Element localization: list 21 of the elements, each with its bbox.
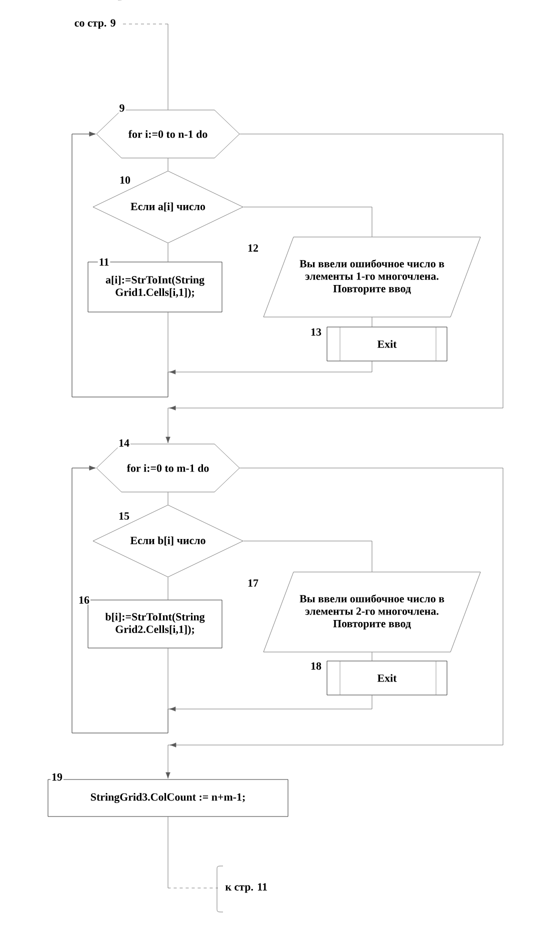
step-number: 9 — [118, 103, 126, 113]
connector-arrow — [72, 132, 372, 398]
subroutine-box: Exit — [326, 326, 448, 362]
step-number: 13 — [310, 327, 322, 337]
subroutine-box: Exit — [326, 660, 448, 696]
step-number: 19 — [50, 772, 64, 782]
step-number: 12 — [246, 243, 260, 253]
output-parallelogram: Вы ввели ошибочное число в элементы 1-го многочлена. Повторите ввод — [263, 236, 481, 318]
connector-arrow — [166, 468, 504, 779]
step-number: 17 — [246, 578, 260, 588]
step-number: 10 — [118, 175, 132, 185]
connector-label: со стр. 9 — [74, 0, 124, 29]
step-number: 18 — [310, 661, 322, 671]
connector-label: к стр. 11 — [216, 866, 267, 912]
step-number: 16 — [78, 595, 90, 605]
step-number: 15 — [118, 511, 130, 521]
step-number: 14 — [118, 438, 130, 448]
connector-arrow — [166, 134, 504, 444]
output-parallelogram: Вы ввели ошибочное число в элементы 2-го многочлена. Повторите ввод — [263, 572, 481, 652]
connector-arrow — [72, 466, 372, 734]
step-number: 11 — [98, 257, 110, 267]
